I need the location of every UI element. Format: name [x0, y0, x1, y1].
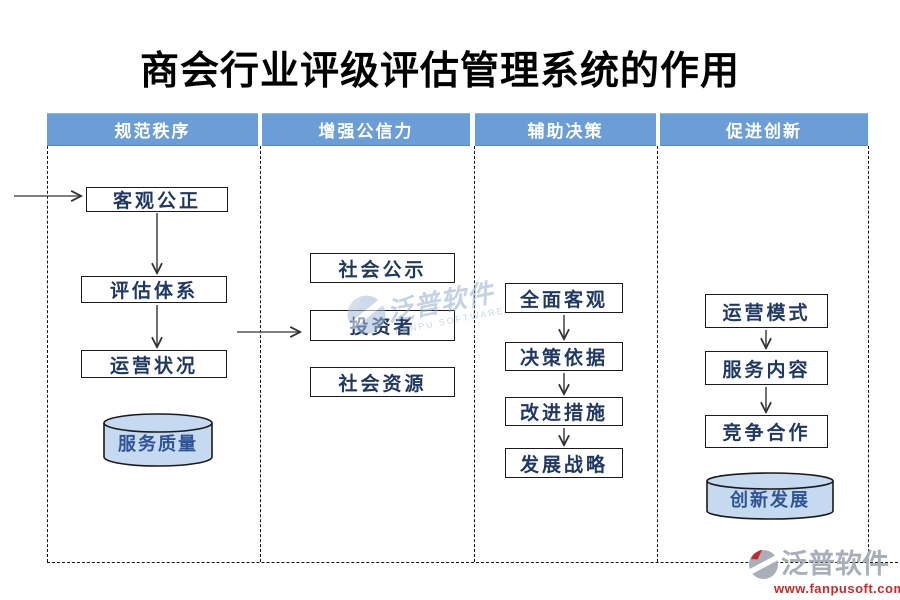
- box-investors: 投资者: [310, 310, 455, 341]
- dashed-divider-2: [474, 146, 475, 562]
- fanpu-logo: 泛普软件 www.fanpusoft.com: [748, 549, 900, 596]
- cylinder-label: 服务质量: [118, 434, 198, 455]
- box-public-disclosure: 社会公示: [310, 253, 455, 283]
- box-development-strategy: 发展战略: [505, 448, 623, 478]
- cylinder-service-quality: 服务质量: [103, 413, 213, 467]
- cylinder-innovation-development: 创新发展: [706, 472, 834, 520]
- dashed-border-bottom: [47, 562, 898, 563]
- fanpu-logo-text: 泛普软件: [781, 549, 889, 580]
- box-service-content: 服务内容: [705, 351, 828, 385]
- box-operation-mode: 运营模式: [705, 294, 828, 328]
- page-title: 商会行业评级评估管理系统的作用: [139, 48, 740, 94]
- fanpu-logo-icon: [748, 550, 779, 579]
- box-objective-fair: 客观公正: [86, 187, 228, 212]
- cylinder-shape: [706, 472, 834, 520]
- column-header-decision-support: 辅助决策: [475, 113, 656, 146]
- dashed-divider-1: [260, 146, 261, 562]
- dashed-border-right: [868, 146, 869, 562]
- dashed-border-left: [47, 146, 48, 562]
- box-competition-cooperation: 竞争合作: [705, 415, 828, 448]
- box-evaluation-system: 评估体系: [81, 276, 227, 303]
- box-improvement-measures: 改进措施: [505, 397, 623, 426]
- box-decision-basis: 决策依据: [505, 342, 623, 371]
- box-social-resources: 社会资源: [310, 367, 455, 397]
- column-header-promote-innovation: 促进创新: [660, 113, 868, 146]
- box-operation-status: 运营状况: [81, 350, 227, 378]
- dashed-divider-3: [657, 146, 658, 562]
- column-header-standardize-order: 规范秩序: [47, 113, 258, 146]
- cylinder-label: 创新发展: [730, 490, 810, 511]
- column-header-credibility: 增强公信力: [262, 113, 470, 146]
- fanpu-logo-url: www.fanpusoft.com: [774, 581, 900, 596]
- box-comprehensive-objective: 全面客观: [505, 283, 623, 313]
- cylinder-shape: [103, 413, 213, 467]
